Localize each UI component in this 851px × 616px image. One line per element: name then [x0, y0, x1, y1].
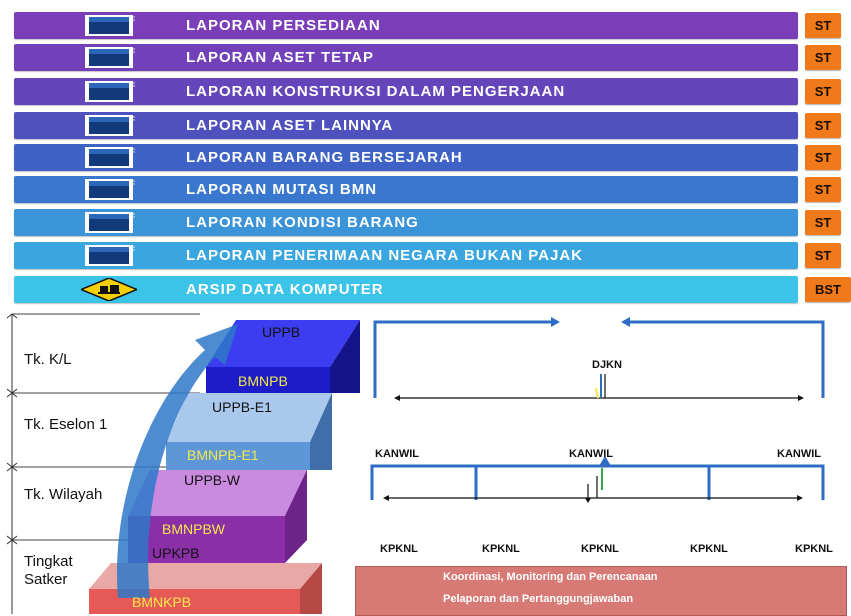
upward-arrow: [116, 324, 238, 598]
report-row[interactable]: LAPORAN MUTASI BMN: [14, 176, 798, 203]
report-badge[interactable]: ST: [805, 177, 841, 202]
level-label-wilayah: Tk. Wilayah: [24, 486, 103, 503]
block-label-bmnpb: BMNPB: [238, 373, 288, 389]
coordination-lines: [389, 374, 798, 499]
block-wilayah: [128, 470, 307, 563]
report-badge[interactable]: BST: [805, 277, 851, 302]
monitor-icon: [81, 14, 137, 37]
report-row[interactable]: LAPORAN BARANG BERSEJARAH: [14, 144, 798, 171]
level-label-satker: Tingkat Satker: [24, 553, 73, 588]
report-row[interactable]: LAPORAN KONSTRUKSI DALAM PENGERJAAN: [14, 78, 798, 105]
level-label-eselon1: Tk. Eselon 1: [24, 416, 108, 433]
block-label-uppb-w: UPPB-W: [184, 472, 240, 488]
node-kpknl-2: KPKNL: [482, 543, 520, 555]
report-label: LAPORAN KONSTRUKSI DALAM PENGERJAAN: [186, 83, 566, 100]
block-eselon1: [166, 393, 332, 470]
report-label: LAPORAN ASET TETAP: [186, 49, 375, 66]
block-label-bmnpbw: BMNPBW: [162, 521, 225, 537]
report-row[interactable]: ARSIP DATA KOMPUTER: [14, 276, 798, 303]
node-kanwil-2: KANWIL: [569, 448, 613, 460]
report-row[interactable]: LAPORAN PERSEDIAAN: [14, 12, 798, 39]
report-label: LAPORAN ASET LAINNYA: [186, 117, 394, 134]
report-badge[interactable]: ST: [805, 113, 841, 138]
report-badge[interactable]: ST: [805, 243, 841, 268]
report-row[interactable]: LAPORAN KONDISI BARANG: [14, 209, 798, 236]
report-label: LAPORAN KONDISI BARANG: [186, 214, 419, 231]
monitor-icon: [81, 114, 137, 137]
node-kpknl-1: KPKNL: [380, 543, 418, 555]
network-arrowheads: [551, 317, 630, 466]
monitor-icon: [81, 46, 137, 69]
node-kanwil-1: KANWIL: [375, 448, 419, 460]
monitor-icon: [81, 178, 137, 201]
level-label-kl: Tk. K/L: [24, 351, 72, 368]
report-badge[interactable]: ST: [805, 210, 841, 235]
block-label-upkpb: UPKPB: [152, 545, 200, 561]
report-label: LAPORAN PENERIMAAN NEGARA BUKAN PAJAK: [186, 247, 584, 264]
node-kpknl-4: KPKNL: [690, 543, 728, 555]
monitor-icon: [81, 244, 137, 267]
computer-sign-icon: [79, 277, 139, 302]
legend-reporting: Pelaporan dan Pertanggungjawaban: [443, 593, 634, 605]
report-row[interactable]: LAPORAN ASET TETAP: [14, 44, 798, 71]
monitor-icon: [81, 80, 137, 103]
block-label-uppb: UPPB: [262, 324, 301, 340]
legend: [355, 566, 847, 616]
node-kpknl-3: KPKNL: [581, 543, 619, 555]
coordination-arrowheads: [383, 395, 804, 503]
block-label-bmnkpb: BMNKPB: [132, 594, 192, 610]
report-row[interactable]: LAPORAN PENERIMAAN NEGARA BUKAN PAJAK: [14, 242, 798, 269]
report-badge[interactable]: ST: [805, 145, 841, 170]
monitor-icon: [81, 211, 137, 234]
report-label: ARSIP DATA KOMPUTER: [186, 281, 384, 298]
report-badge[interactable]: ST: [805, 79, 841, 104]
node-kanwil-3: KANWIL: [777, 448, 821, 460]
legend-coordination: Koordinasi, Monitoring dan Perencanaan: [443, 571, 658, 583]
block-label-uppb-e1: UPPB-E1: [212, 399, 272, 415]
report-label: LAPORAN PERSEDIAAN: [186, 17, 381, 34]
block-kl: [206, 320, 360, 393]
report-label: LAPORAN BARANG BERSEJARAH: [186, 149, 463, 166]
report-badge[interactable]: ST: [805, 45, 841, 70]
report-row[interactable]: LAPORAN ASET LAINNYA: [14, 112, 798, 139]
block-label-bmnpb-e1: BMNPB-E1: [187, 447, 259, 463]
report-label: LAPORAN MUTASI BMN: [186, 181, 378, 198]
report-badge[interactable]: ST: [805, 13, 841, 38]
node-djkn: DJKN: [592, 359, 622, 371]
monitor-icon: [81, 146, 137, 169]
network-lines: [370, 320, 825, 500]
node-kpknl-5: KPKNL: [795, 543, 833, 555]
